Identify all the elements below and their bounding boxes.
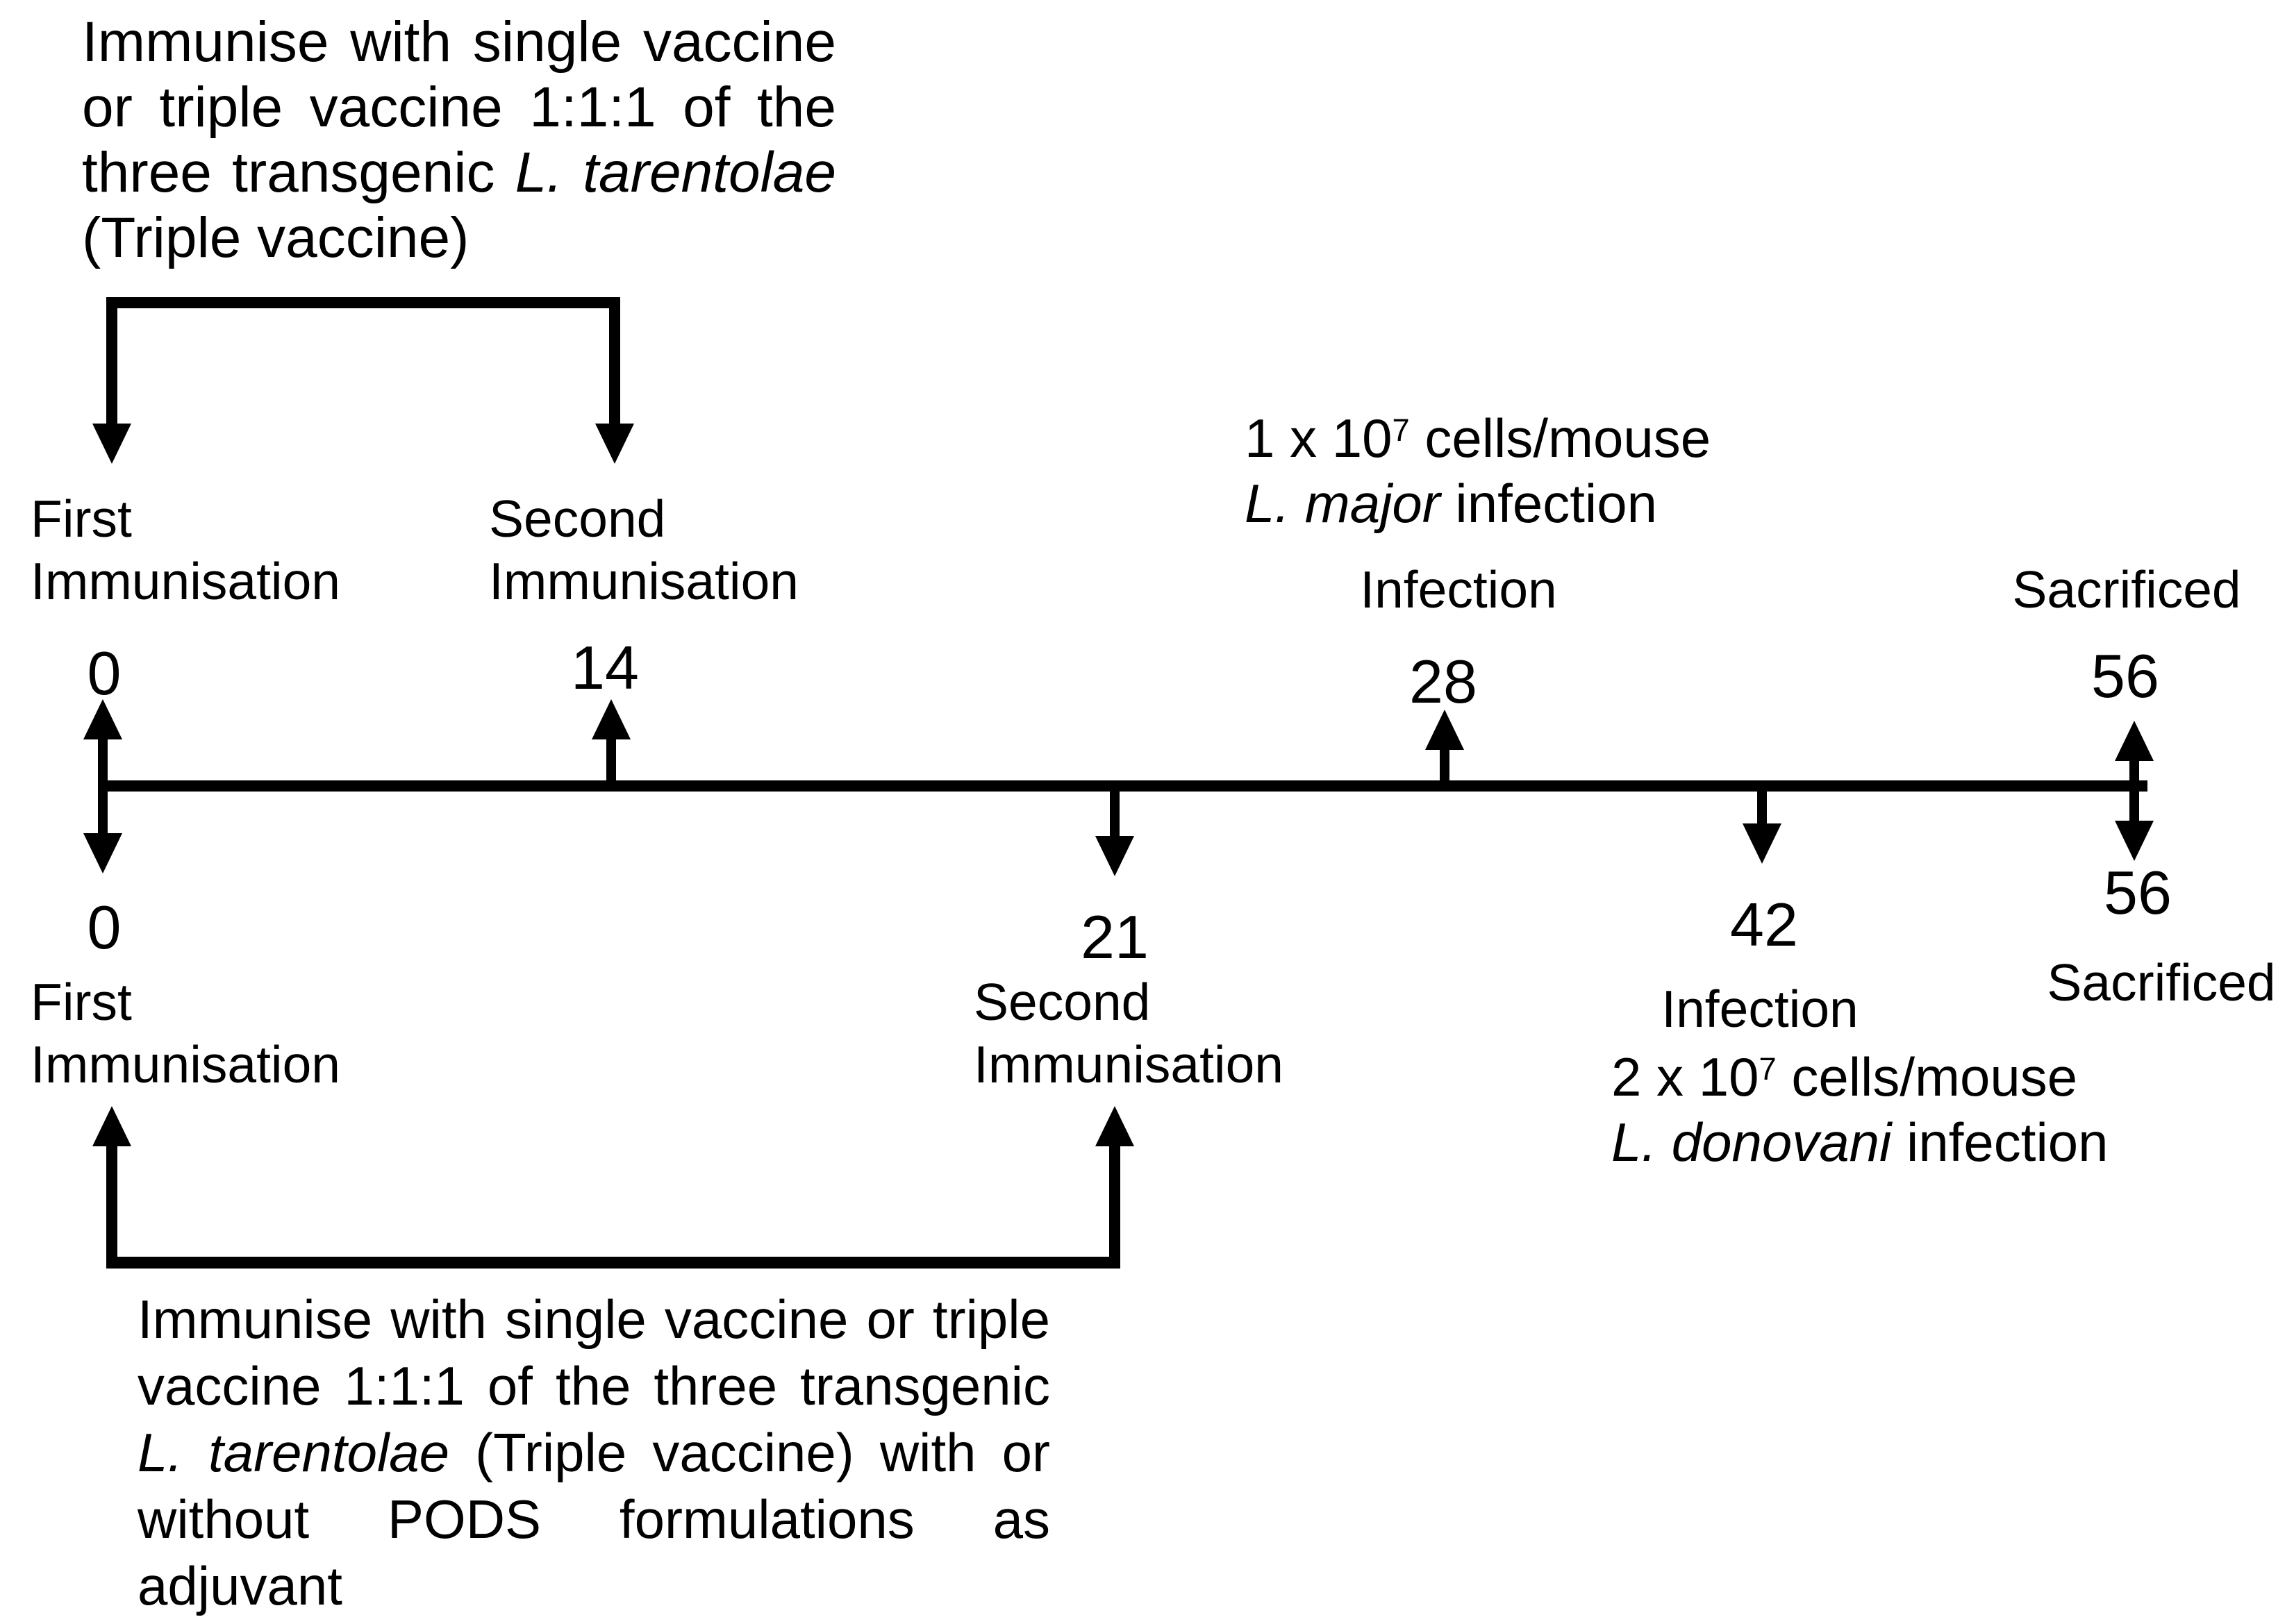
upper-infection-label: Infection	[1360, 560, 1557, 619]
day0-up-arrow-shaft	[98, 735, 108, 780]
day21-down-arrowhead-icon	[1095, 836, 1134, 876]
lower-day-56: 56	[2104, 858, 2172, 927]
lower-bracket-horizontal-line	[106, 1257, 1120, 1269]
upper-immunisation-note: Immunise with single vaccine or triple v…	[82, 10, 836, 271]
lower-day-21: 21	[1081, 903, 1149, 971]
lower-day-42: 42	[1730, 890, 1798, 959]
day14-up-arrowhead-icon	[592, 699, 631, 739]
upper-bracket-right-vertical-line	[609, 297, 620, 426]
day28-up-arrowhead-icon	[1425, 710, 1464, 750]
upper-bracket-right-down-arrowhead-icon	[595, 424, 634, 464]
lower-first-immunisation-label: First Immunisation	[31, 973, 341, 1094]
lower-bracket-left-vertical-line	[106, 1143, 117, 1262]
lower-bracket-right-up-arrowhead-icon	[1095, 1106, 1134, 1146]
upper-first-immunisation-label: First Immunisation	[31, 489, 341, 610]
timeline-axis	[98, 780, 2147, 792]
day14-up-arrow-shaft	[606, 735, 616, 780]
lower-immunisation-note: Immunise with single vaccine or triple v…	[138, 1286, 1050, 1619]
lower-note-line-5: adjuvant	[138, 1555, 342, 1616]
lower-day-0: 0	[87, 893, 122, 962]
lower-bracket-left-up-arrowhead-icon	[92, 1106, 131, 1146]
lower-note-species-name: L. tarentolae	[138, 1422, 450, 1483]
day0-down-arrowhead-icon	[83, 833, 122, 873]
lower-infection-label: Infection	[1661, 980, 1859, 1038]
day28-up-arrow-shaft	[1440, 745, 1449, 780]
lower-note-line-1: Immunise with single vaccine or triple	[138, 1289, 1050, 1350]
upper-day-56: 56	[2091, 642, 2159, 710]
upper-dose-exponent: 7	[1392, 412, 1410, 449]
upper-note-line-4: (Triple vaccine)	[82, 206, 469, 269]
upper-note-line-2: or triple vaccine 1:1:1 of the	[82, 76, 836, 139]
upper-bracket-left-vertical-line	[106, 297, 117, 426]
upper-bracket-left-down-arrowhead-icon	[92, 424, 131, 464]
day0-up-arrowhead-icon	[83, 699, 122, 739]
day42-down-arrow-shaft	[1757, 792, 1767, 826]
lower-infection-species: L. donovani infection	[1611, 1110, 2109, 1175]
upper-species-name: L. major	[1245, 473, 1440, 534]
lower-species-suffix: infection	[1891, 1112, 2109, 1173]
lower-note-line-2: vaccine 1:1:1 of the three transgenic	[138, 1355, 1050, 1416]
upper-day-14: 14	[571, 633, 639, 702]
upper-note-line-3: three transgenic L. tarentolae	[82, 140, 836, 206]
lower-infection-dose: 2 x 107 cells/mouse	[1611, 1044, 2077, 1118]
lower-note-line-3: L. tarentolae (Triple vaccine) with or	[138, 1419, 1050, 1486]
lower-dose-exponent: 7	[1759, 1051, 1777, 1087]
upper-bracket-horizontal-line	[106, 297, 620, 308]
upper-note-species-name: L. tarentolae	[515, 141, 836, 204]
lower-bracket-right-vertical-line	[1109, 1143, 1120, 1262]
day56-down-arrow-shaft	[2129, 792, 2139, 823]
upper-note-line-1: Immunise with single vaccine	[82, 10, 836, 74]
lower-species-name: L. donovani	[1611, 1112, 1892, 1173]
day56-down-arrowhead-icon	[2115, 821, 2154, 861]
upper-dose-prefix: 1 x 10	[1245, 408, 1393, 469]
lower-second-immunisation-label: Second Immunisation	[974, 973, 1284, 1094]
upper-dose-suffix: cells/mouse	[1409, 408, 1711, 469]
day21-down-arrow-shaft	[1110, 792, 1120, 837]
lower-sacrificed-label: Sacrificed	[2047, 953, 2276, 1012]
upper-day-28: 28	[1409, 647, 1477, 716]
day0-down-arrow-shaft	[98, 792, 108, 836]
upper-note-line-3-text: three transgenic	[82, 141, 515, 204]
upper-sacrificed-label: Sacrificed	[2012, 560, 2241, 619]
day56-up-arrow-shaft	[2129, 756, 2139, 780]
upper-second-immunisation-label: Second Immunisation	[489, 489, 799, 610]
lower-note-line-4: without PODS formulations as	[138, 1489, 1050, 1550]
lower-dose-suffix: cells/mouse	[1776, 1046, 2078, 1107]
day42-down-arrowhead-icon	[1743, 823, 1781, 864]
lower-dose-prefix: 2 x 10	[1611, 1046, 1759, 1107]
lower-note-line-3-text: (Triple vaccine) with or	[449, 1422, 1050, 1483]
upper-infection-dose: 1 x 107 cells/mouse	[1245, 405, 1711, 479]
upper-day-0: 0	[87, 639, 122, 708]
upper-infection-species: L. major infection	[1245, 471, 1657, 536]
upper-species-suffix: infection	[1440, 473, 1657, 534]
day56-up-arrowhead-icon	[2115, 721, 2154, 761]
